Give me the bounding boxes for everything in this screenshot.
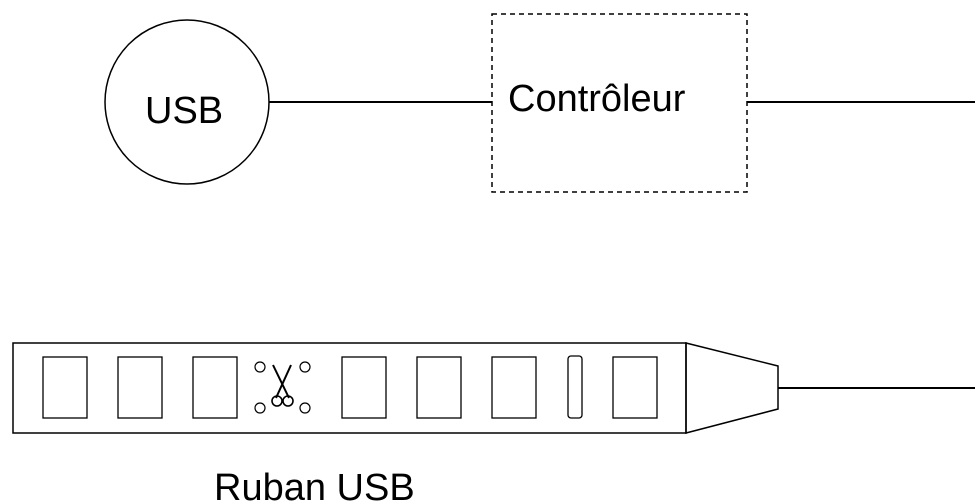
cut-marker <box>254 361 311 414</box>
strip-narrow-segment <box>567 355 583 419</box>
strip-label: Ruban USB <box>214 467 415 503</box>
solder-pad <box>299 361 311 373</box>
scissors-blade <box>275 364 292 399</box>
controller-label: Contrôleur <box>508 78 686 120</box>
scissors-icon <box>271 364 294 407</box>
strip-segment <box>341 356 387 419</box>
solder-pad <box>254 361 266 373</box>
usb-label: USB <box>145 90 224 132</box>
scissors-handle <box>271 395 283 407</box>
scissors-handle <box>282 395 294 407</box>
strip-segment <box>117 356 163 419</box>
strip-segment <box>42 356 88 419</box>
solder-pad <box>299 402 311 414</box>
strip-segment <box>192 356 238 419</box>
strip-segment <box>612 356 658 419</box>
solder-pad <box>254 402 266 414</box>
strip-connector-taper <box>685 342 779 434</box>
strip-segment <box>491 356 537 419</box>
strip-segment <box>416 356 462 419</box>
scissors-blade <box>272 364 290 399</box>
